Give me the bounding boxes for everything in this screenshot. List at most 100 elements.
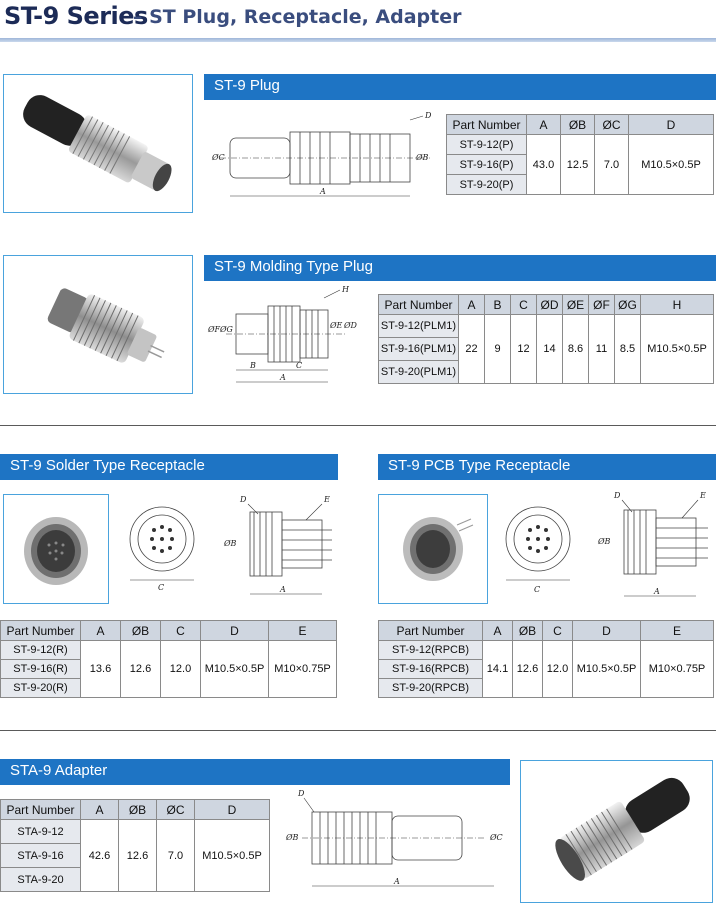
col-header: ØG: [614, 294, 641, 315]
header-rule: [0, 38, 716, 42]
plug-dim-b: ØB: [415, 153, 429, 162]
adapter-photo: [520, 760, 713, 903]
col-header: B: [484, 294, 511, 315]
adapter-dim-b: ØB: [285, 833, 299, 842]
col-header: Part Number: [378, 294, 459, 315]
solder-receptacle-spec-table: Part Number A ØB C D E ST-9-12(R) 13.6 1…: [0, 620, 337, 698]
part-number: STA-9-20: [0, 867, 81, 892]
part-number: ST-9-12(R): [0, 640, 81, 660]
solder-receptacle-photo: [3, 494, 109, 604]
solder-front-drawing: C: [129, 506, 195, 592]
value-cell: 8.6: [562, 314, 589, 384]
col-header: D: [572, 620, 641, 641]
value-cell: 12.6: [120, 640, 161, 698]
col-header: ØB: [120, 620, 161, 641]
page-header: ST-9 Series – ST Plug, Receptacle, Adapt…: [0, 0, 716, 42]
col-header: C: [510, 294, 537, 315]
molding-dim-b: B: [249, 361, 256, 370]
adapter-dim-d: D: [297, 789, 305, 798]
col-header: Part Number: [446, 114, 527, 135]
plug-title: ST-9 Plug: [204, 74, 716, 98]
col-header: ØB: [560, 114, 595, 135]
pcb-dim-a: A: [653, 587, 660, 596]
part-number: ST-9-16(RPCB): [378, 659, 483, 679]
part-number: STA-9-12: [0, 819, 81, 844]
molding-plug-spec-table: Part Number A B C ØD ØE ØF ØG H ST-9-12(…: [378, 294, 714, 384]
value-cell: 14.1: [482, 640, 513, 698]
molding-dim-c: C: [296, 361, 302, 370]
solder-side-drawing: A ØB D E: [223, 495, 332, 595]
value-cell: M10.5×0.5P: [628, 134, 714, 195]
pcb-receptacle-title-underline: [378, 478, 716, 480]
molding-plug-title: ST-9 Molding Type Plug: [204, 255, 716, 279]
molding-plug-drawing: B C A ØF ØG ØE ØD H: [207, 285, 358, 383]
col-header: H: [640, 294, 714, 315]
plug-dim-d: D: [424, 111, 432, 120]
value-cell: 43.0: [526, 134, 561, 195]
col-header: D: [194, 799, 270, 820]
solder-receptacle-title-underline: [0, 478, 338, 480]
molding-plug-photo: [3, 255, 193, 394]
molding-dim-g: ØG: [219, 325, 234, 334]
value-cell: 12.6: [118, 819, 157, 892]
value-cell: M10.5×0.5P: [640, 314, 714, 384]
part-number: ST-9-20(P): [446, 174, 527, 195]
col-header: Part Number: [0, 799, 81, 820]
pcb-receptacle-title: ST-9 PCB Type Receptacle: [378, 454, 716, 478]
molding-plug-title-underline: [204, 279, 716, 281]
value-cell: M10.5×0.5P: [194, 819, 270, 892]
value-cell: 8.5: [614, 314, 641, 384]
col-header: ØB: [118, 799, 157, 820]
solder-receptacle-photo-image: [24, 517, 88, 585]
col-header: ØE: [562, 294, 589, 315]
value-cell: 12.0: [160, 640, 201, 698]
part-number: ST-9-12(RPCB): [378, 640, 483, 660]
section-divider: [0, 425, 716, 426]
col-header: Part Number: [378, 620, 483, 641]
molding-dim-h: H: [341, 285, 350, 294]
solder-dim-e: E: [323, 495, 330, 504]
adapter-spec-table: Part Number A ØB ØC D STA-9-12 42.6 12.6…: [0, 799, 270, 892]
pcb-receptacle-photo: [378, 494, 488, 604]
adapter-photo-image: [555, 777, 690, 881]
col-header: Part Number: [0, 620, 81, 641]
plug-photo-image: [23, 95, 172, 192]
col-header: A: [458, 294, 485, 315]
plug-photo: [3, 74, 193, 213]
part-number: ST-9-20(R): [0, 678, 81, 698]
value-cell: M10.5×0.5P: [200, 640, 269, 698]
part-number: ST-9-20(RPCB): [378, 678, 483, 698]
plug-spec-table: Part Number A ØB ØC D ST-9-12(P) 43.0 12…: [446, 114, 714, 195]
pcb-side-drawing: A ØB D E: [597, 491, 708, 597]
part-number: ST-9-16(P): [446, 154, 527, 175]
solder-dim-a: A: [279, 585, 286, 594]
col-header: ØC: [156, 799, 195, 820]
col-header: D: [200, 620, 269, 641]
col-header: D: [628, 114, 714, 135]
col-header: ØC: [594, 114, 629, 135]
molding-dim-a: A: [279, 373, 286, 382]
solder-dim-b: ØB: [223, 539, 237, 548]
section-divider: [0, 730, 716, 731]
part-number: ST-9-16(PLM1): [378, 337, 459, 361]
molding-dim-d: ØD: [343, 321, 358, 330]
pcb-dim-d: D: [613, 491, 621, 500]
part-number: ST-9-20(PLM1): [378, 360, 459, 384]
pcb-dim-e: E: [699, 491, 706, 500]
col-header: E: [268, 620, 337, 641]
pcb-receptacle-spec-table: Part Number A ØB C D E ST-9-12(RPCB) 14.…: [378, 620, 714, 698]
adapter-title: STA-9 Adapter: [0, 759, 510, 783]
pcb-front-drawing: C: [505, 506, 571, 594]
value-cell: 13.6: [80, 640, 121, 698]
value-cell: 42.6: [80, 819, 119, 892]
value-cell: 12.0: [542, 640, 573, 698]
solder-dim-c: C: [158, 583, 164, 592]
adapter-drawing: A ØB ØC D: [285, 789, 503, 887]
value-cell: M10×0.75P: [268, 640, 337, 698]
plug-drawing: A ØC ØB D: [211, 111, 432, 197]
plug-dim-c: ØC: [211, 153, 225, 162]
col-header: E: [640, 620, 714, 641]
solder-dim-d: D: [239, 495, 247, 504]
pcb-dim-c: C: [534, 585, 540, 594]
value-cell: 12: [510, 314, 537, 384]
